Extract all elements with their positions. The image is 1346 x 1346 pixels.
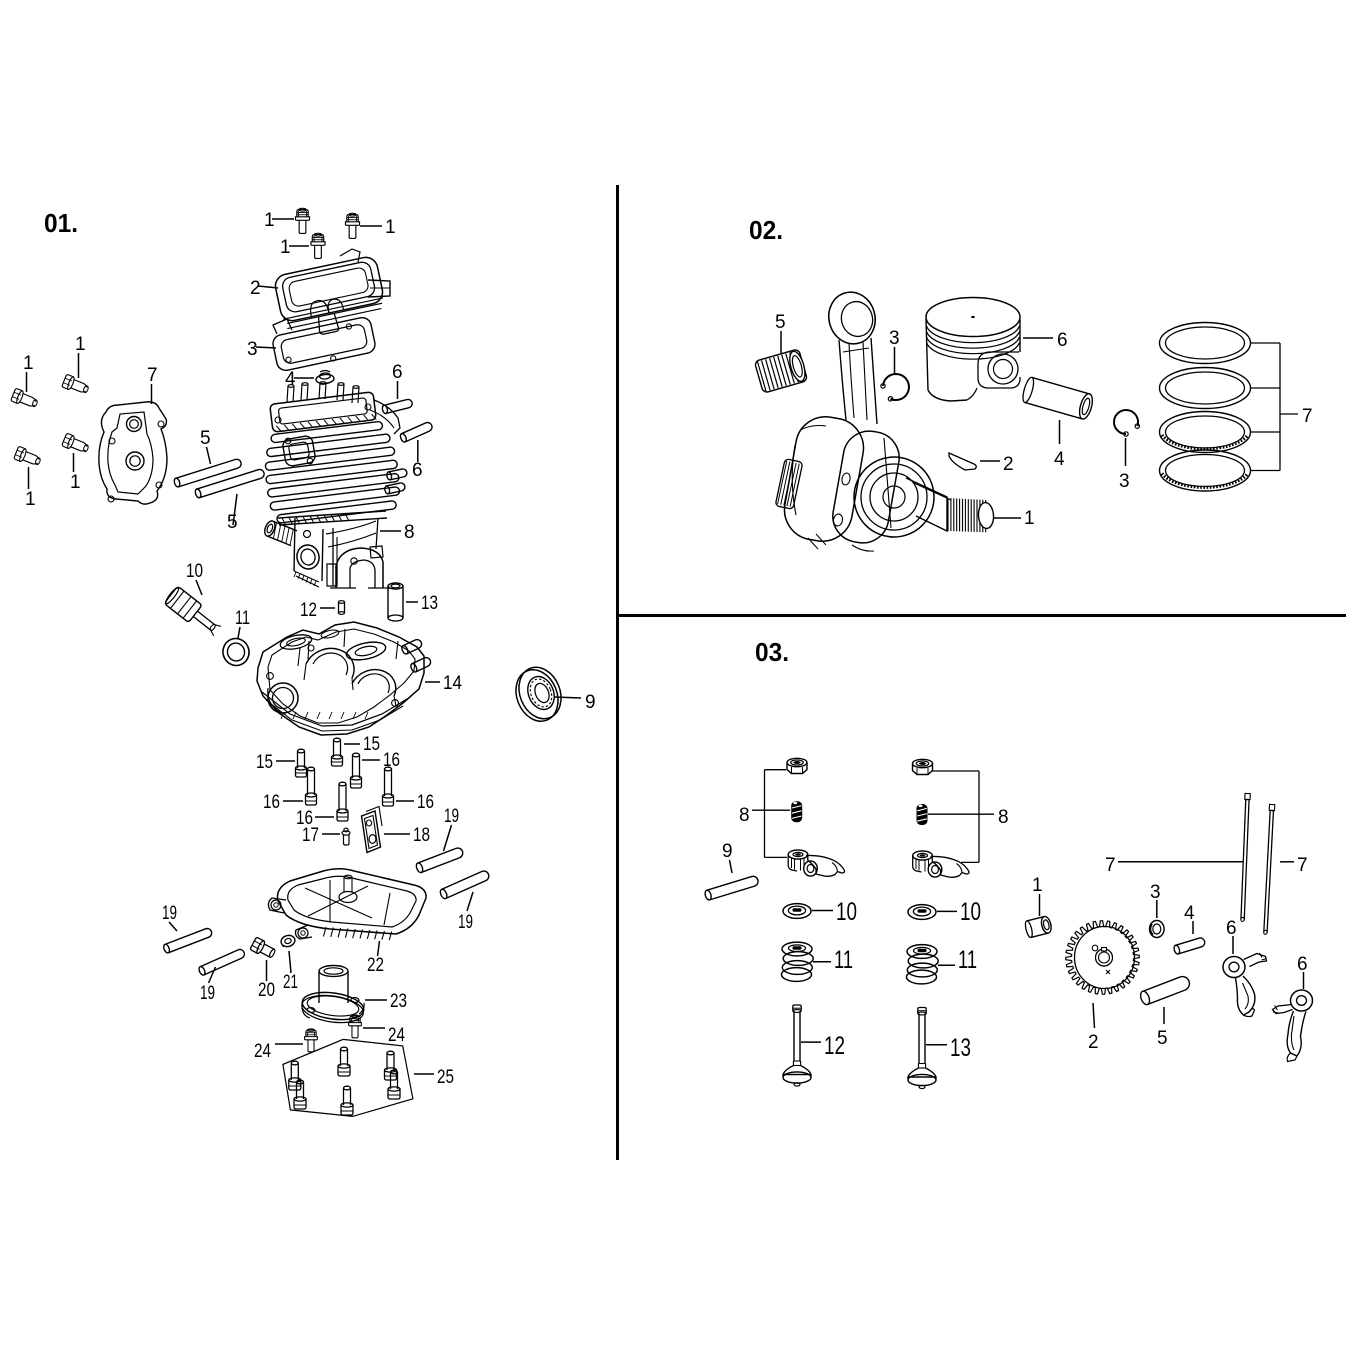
svg-text:19: 19 <box>444 806 459 827</box>
svg-text:11: 11 <box>235 608 250 629</box>
svg-text:02.: 02. <box>749 215 783 245</box>
svg-text:18: 18 <box>413 825 430 846</box>
svg-text:2: 2 <box>1088 1032 1099 1053</box>
svg-text:11: 11 <box>958 946 977 974</box>
svg-text:24: 24 <box>254 1041 271 1062</box>
svg-text:01.: 01. <box>44 208 78 238</box>
svg-text:7: 7 <box>1297 855 1308 876</box>
svg-text:1: 1 <box>280 237 291 258</box>
svg-text:12: 12 <box>824 1032 845 1060</box>
svg-text:13: 13 <box>421 593 438 614</box>
svg-text:1: 1 <box>385 217 396 238</box>
svg-text:2: 2 <box>1003 454 1014 475</box>
svg-text:19: 19 <box>162 903 177 924</box>
svg-text:16: 16 <box>263 792 280 813</box>
svg-text:7: 7 <box>1105 855 1116 876</box>
svg-text:3: 3 <box>1119 471 1130 492</box>
svg-text:24: 24 <box>388 1025 405 1046</box>
svg-text:5: 5 <box>200 428 211 449</box>
svg-text:14: 14 <box>443 673 462 694</box>
svg-text:23: 23 <box>390 991 407 1012</box>
svg-text:8: 8 <box>404 522 415 543</box>
svg-text:12: 12 <box>300 600 317 621</box>
svg-text:16: 16 <box>383 750 400 771</box>
svg-text:13: 13 <box>950 1034 971 1062</box>
svg-text:4: 4 <box>1054 449 1065 470</box>
svg-text:6: 6 <box>1057 330 1068 351</box>
svg-text:15: 15 <box>256 752 273 773</box>
svg-text:1: 1 <box>264 210 275 231</box>
svg-text:2: 2 <box>250 278 261 299</box>
svg-text:19: 19 <box>458 912 473 933</box>
svg-text:6: 6 <box>412 460 423 481</box>
svg-text:7: 7 <box>147 365 158 386</box>
svg-text:3: 3 <box>1150 882 1161 903</box>
svg-text:17: 17 <box>302 825 319 846</box>
svg-text:8: 8 <box>739 805 750 826</box>
svg-text:19: 19 <box>200 983 215 1004</box>
svg-text:8: 8 <box>998 807 1009 828</box>
svg-text:6: 6 <box>1297 954 1308 975</box>
svg-text:16: 16 <box>296 808 313 829</box>
svg-text:1: 1 <box>1024 508 1035 529</box>
svg-text:1: 1 <box>1032 875 1043 896</box>
svg-text:6: 6 <box>1226 918 1237 939</box>
svg-text:15: 15 <box>363 734 380 755</box>
svg-text:10: 10 <box>186 561 203 582</box>
svg-text:21: 21 <box>283 972 298 993</box>
svg-text:22: 22 <box>367 955 384 976</box>
svg-text:03.: 03. <box>755 637 789 667</box>
svg-text:7: 7 <box>1302 406 1313 427</box>
svg-text:10: 10 <box>836 898 857 926</box>
svg-text:4: 4 <box>1184 903 1195 924</box>
svg-text:1: 1 <box>25 489 36 510</box>
svg-text:3: 3 <box>889 328 900 349</box>
svg-text:1: 1 <box>70 472 81 493</box>
svg-text:4: 4 <box>285 369 296 390</box>
svg-text:3: 3 <box>247 339 258 360</box>
svg-text:16: 16 <box>417 792 434 813</box>
svg-text:10: 10 <box>960 898 981 926</box>
svg-text:5: 5 <box>227 512 238 533</box>
svg-text:20: 20 <box>258 980 275 1001</box>
svg-text:1: 1 <box>75 334 86 355</box>
svg-text:1: 1 <box>23 353 34 374</box>
svg-text:9: 9 <box>722 841 733 862</box>
svg-text:5: 5 <box>1157 1028 1168 1049</box>
svg-text:9: 9 <box>585 692 596 713</box>
svg-text:6: 6 <box>392 362 403 383</box>
svg-text:11: 11 <box>834 946 853 974</box>
svg-text:5: 5 <box>775 312 786 333</box>
svg-text:25: 25 <box>437 1067 454 1088</box>
